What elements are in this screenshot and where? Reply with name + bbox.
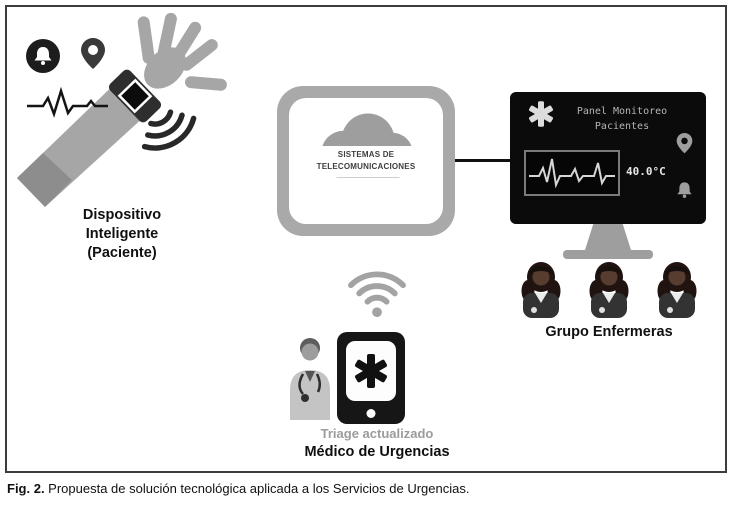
device-label: Dispositivo Inteligente (Paciente) [82,207,162,262]
location-pin-icon [676,133,693,154]
wifi-signal-icon [348,271,406,318]
star-of-life-icon [529,101,553,127]
telecom-cloud-box: SISTEMAS DE TELECOMUNICACIONES [277,86,455,236]
star-of-life-icon [355,354,387,388]
smartwatch-arm-illustration [17,12,227,207]
bell-icon [26,39,60,73]
doctor-label: Médico de Urgencias [304,444,450,460]
tablet-home-button [366,409,376,418]
caption-text: Propuesta de solución tecnológica aplica… [44,481,470,496]
caption-prefix: Fig. 2. [7,481,45,496]
wireless-waves-icon [141,109,197,151]
ecg-waveform-icon [27,86,108,118]
smartwatch [108,69,162,123]
temperature-readout: 40.0°C [626,165,666,178]
cloud-to-monitor-line [455,159,510,162]
monitor-base [563,250,653,259]
cloud-label: SISTEMAS DE TELECOMUNICACIONES [311,146,421,177]
nurse-figure [521,262,561,318]
nurses-group [514,260,704,320]
triage-status-label: Triage actualizado [320,426,434,441]
sleeve [17,153,72,207]
ecg-panel [524,150,620,196]
nurse-figure [657,262,697,318]
tablet-screen [346,341,396,401]
doctor-figure [290,338,330,420]
figure-frame: Dispositivo Inteligente (Paciente) SISTE… [5,5,727,473]
monitor-screen: Panel Monitoreo Pacientes 40.0°C [510,92,706,224]
figure-caption: Fig. 2. Propuesta de solución tecnológic… [7,481,469,496]
tablet-device [337,332,405,424]
ecg-waveform [529,158,615,189]
bell-icon [677,182,692,198]
nurse-figure [589,262,629,318]
cloud-inner-panel: SISTEMAS DE TELECOMUNICACIONES [289,98,443,224]
monitor-title: Panel Monitoreo Pacientes [576,106,668,132]
monitor-stand [585,224,631,250]
nurses-label: Grupo Enfermeras [545,324,673,340]
fingers [137,12,227,91]
location-pin-icon [81,38,105,69]
